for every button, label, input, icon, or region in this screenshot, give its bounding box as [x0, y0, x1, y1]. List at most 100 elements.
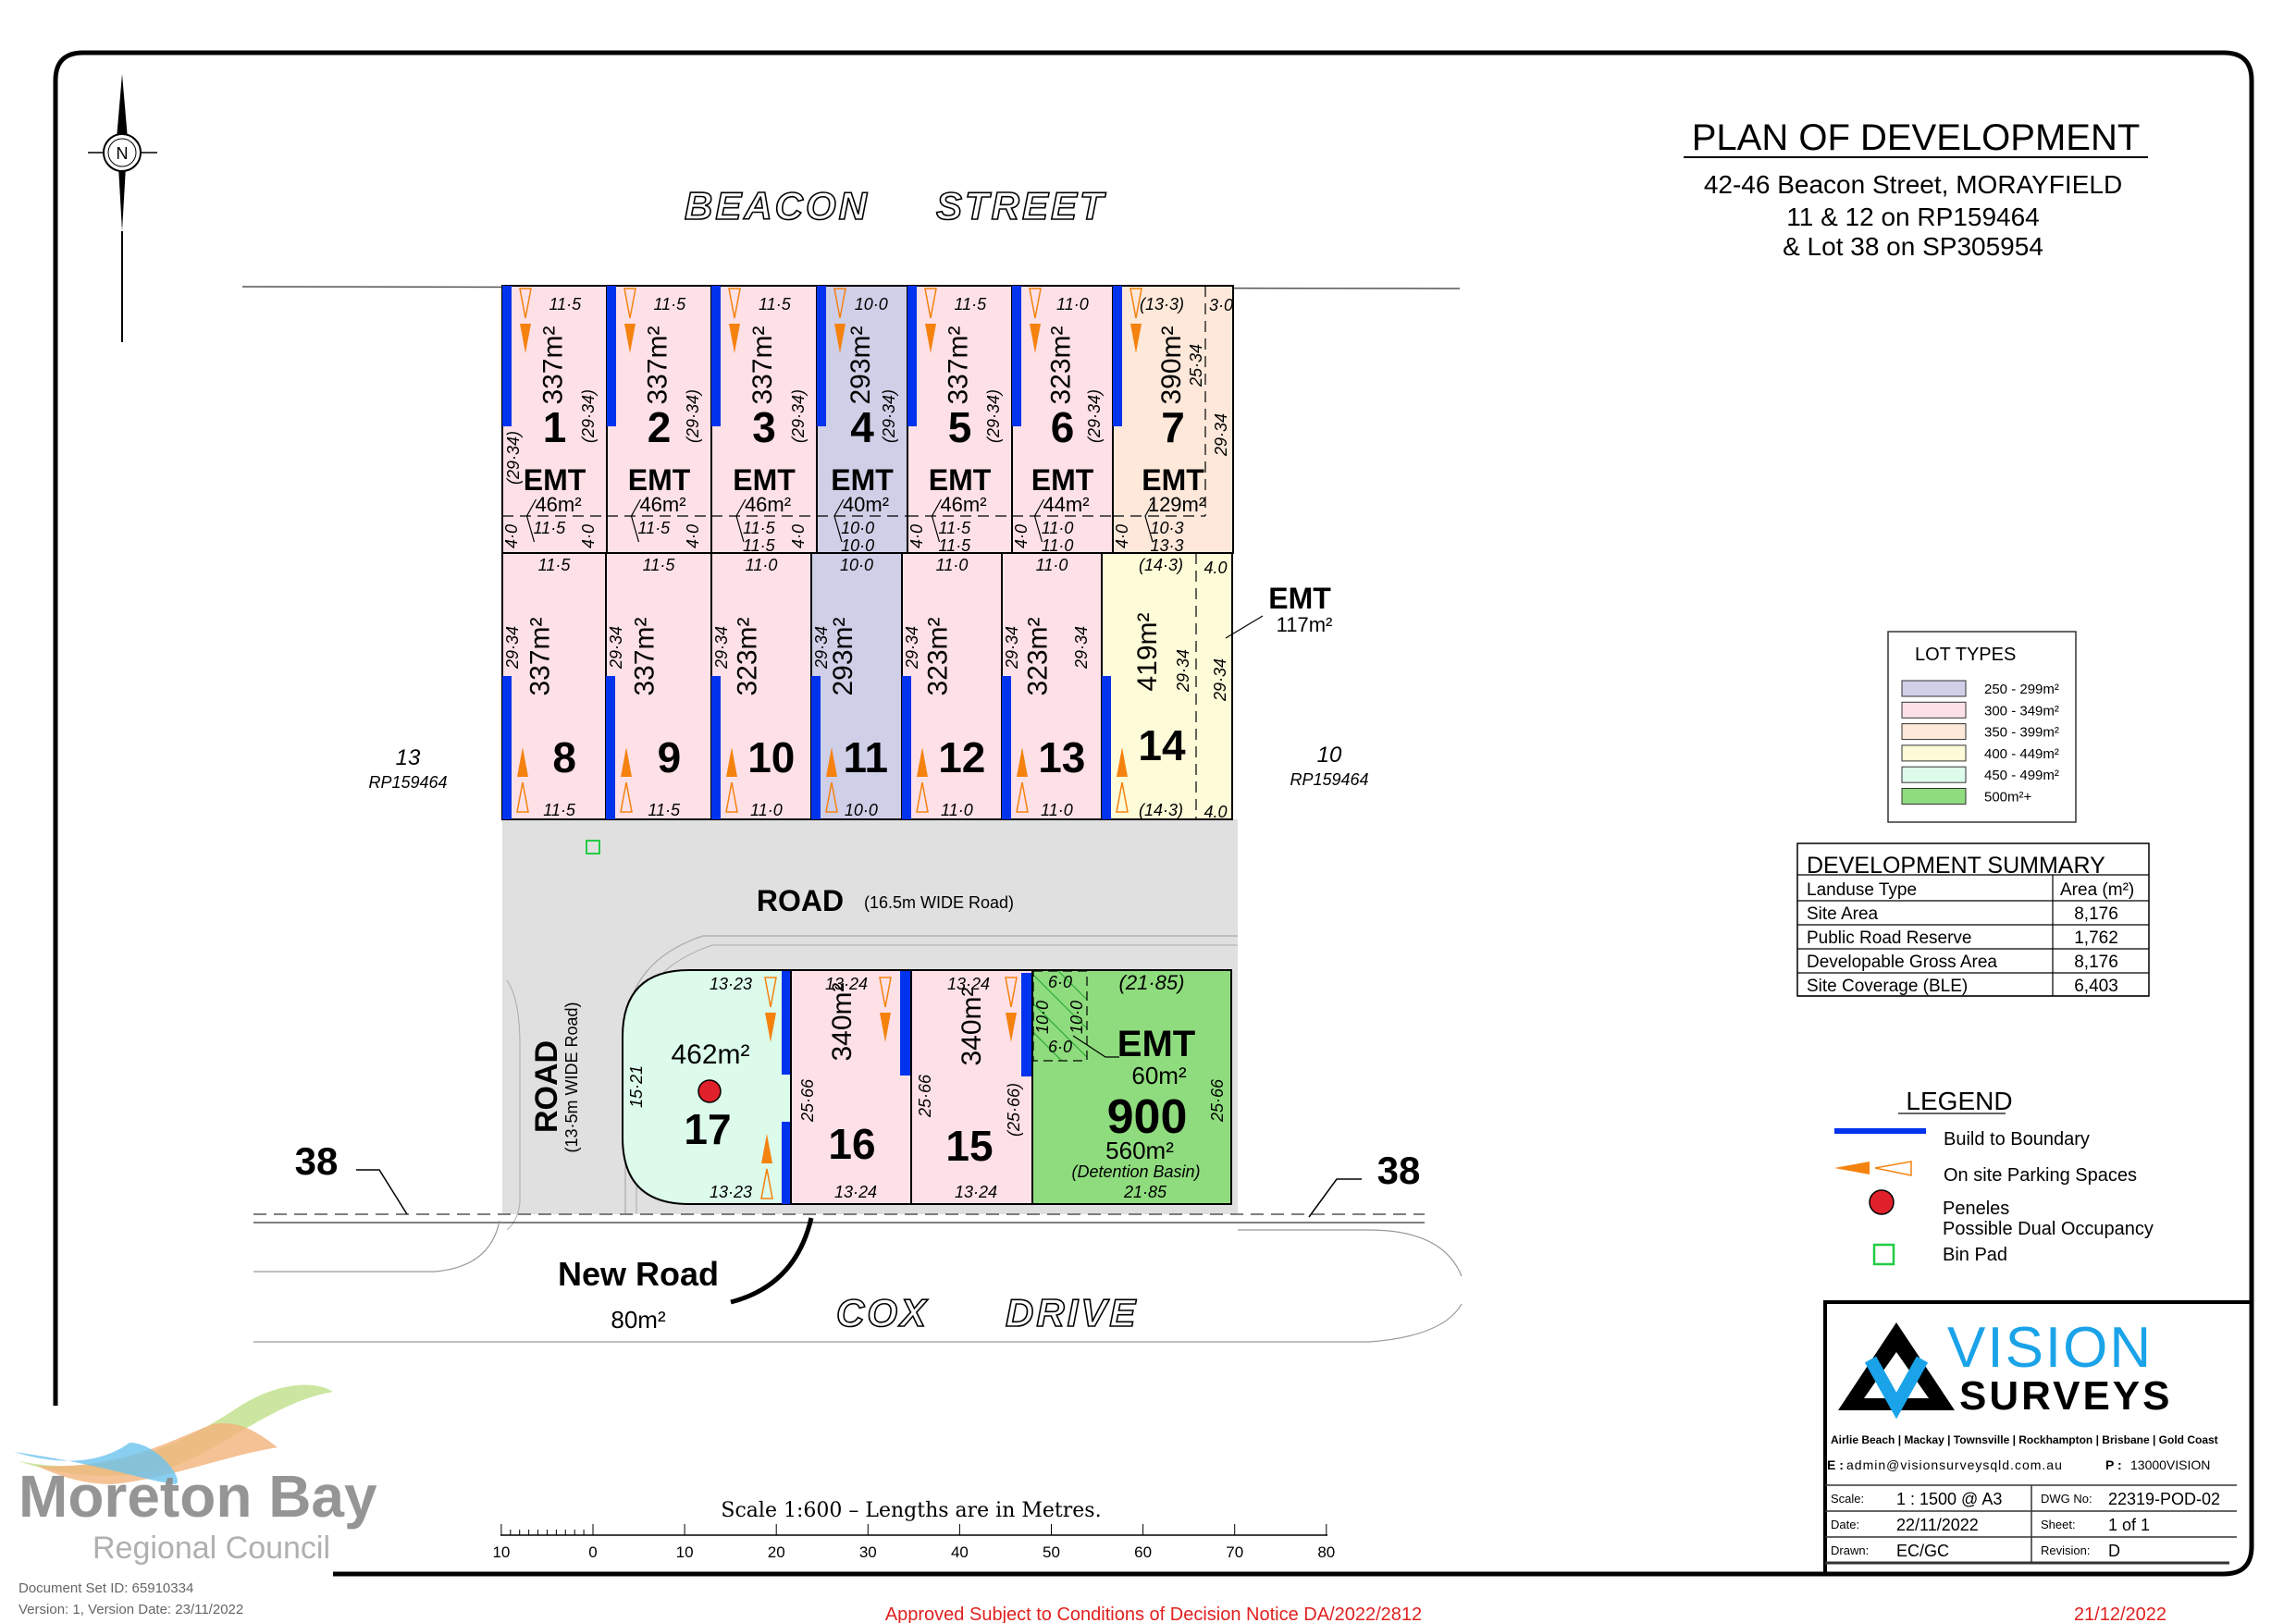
office-locations: Airlie Beach | Mackay | Townsville | Roc…: [1831, 1433, 2218, 1446]
peneles-icon: [1869, 1189, 1895, 1215]
dimension-bottom: (14·3): [1139, 801, 1183, 819]
lot-number: 4: [850, 403, 874, 451]
company-title-block: VISION SURVEYS Airlie Beach | Mackay | T…: [1823, 1300, 2250, 1572]
dimension-emt-left: 10·0: [1033, 1001, 1052, 1034]
title-block-heading: PLAN OF DEVELOPMENT 42-46 Beacon Street,…: [1684, 117, 2148, 261]
dimension-bottom: 11·5: [743, 519, 776, 537]
scale-tick-label: 10: [676, 1543, 694, 1561]
emt-label: EMT: [1031, 463, 1094, 497]
scale-tick-label: 20: [768, 1543, 785, 1561]
legend-dual-occupancy: Possible Dual Occupancy: [1943, 1219, 2154, 1239]
lot-types-title: LOT TYPES: [1915, 645, 2016, 665]
dimension-left: 29·34: [607, 626, 625, 670]
new-road-area: 80m²: [611, 1306, 666, 1334]
dimension-emt-top: 6·0: [1048, 973, 1072, 991]
side-road-width-label: (13·5m WIDE Road): [562, 1002, 581, 1152]
parking-space-icon: [1006, 1013, 1017, 1042]
approval-stamp-text: Approved Subject to Conditions of Decisi…: [885, 1605, 1422, 1623]
dimension-top: 11·0: [746, 556, 778, 574]
legend: LEGEND Build to Boundary On site Parking…: [1834, 1087, 2154, 1266]
dimension-bottom: 11·0: [1042, 519, 1074, 537]
north-label: N: [117, 144, 129, 163]
dimension-right: (29·34): [880, 389, 898, 443]
parking-space-icon: [1030, 324, 1041, 353]
dimension-bottom: 13·24: [955, 1183, 997, 1201]
page-title: PLAN OF DEVELOPMENT: [1692, 117, 2141, 158]
emt-leader: [833, 498, 845, 543]
lot-type-range: 400 - 449m²: [1984, 746, 2059, 762]
dimension-top: 13·24: [825, 975, 868, 993]
parking-space-icon: [1129, 288, 1142, 319]
dimension-top: 11·5: [549, 295, 582, 314]
parking-space-icon: [519, 288, 532, 319]
build-to-boundary-marker: [1102, 676, 1111, 819]
lot-number: 6: [1051, 403, 1075, 451]
dimension-top: (14·3): [1139, 556, 1183, 574]
dimension-emt-depth: 4·0: [907, 524, 926, 548]
lot-area: 293m²: [828, 617, 858, 695]
emt-leader: [1144, 498, 1155, 543]
dimension-right: 25·66: [1208, 1078, 1227, 1123]
email-link[interactable]: admin@visionsurveysqld.com.au: [1846, 1457, 2063, 1472]
side-road-label: ROAD: [529, 1040, 564, 1133]
lot-type-range: 350 - 399m²: [1984, 725, 2059, 741]
dimension-top: 13·24: [947, 975, 990, 993]
company-name-vision: VISION: [1947, 1316, 2153, 1380]
table-cell-area: 8,176: [2074, 904, 2118, 924]
lot-boundary: [910, 969, 1033, 1205]
table-header-area: Area (m²): [2060, 880, 2134, 900]
build-to-boundary-marker: [711, 676, 721, 819]
cox-drive-label-1: COX: [836, 1291, 929, 1334]
dimension-emt-side: 25·34: [1187, 344, 1205, 387]
dimension-top: 11·0: [1056, 295, 1089, 314]
lot-type-range: 450 - 499m²: [1984, 768, 2059, 783]
dimension-left: 29·34: [712, 626, 731, 670]
parking-space-icon: [764, 977, 777, 1008]
dwg-value: 22319-POD-02: [2108, 1490, 2220, 1508]
parking-space-icon: [623, 288, 636, 319]
build-to-boundary-marker: [782, 971, 791, 1075]
lot-boundary: [790, 969, 912, 1205]
parking-space-icon: [621, 747, 632, 777]
build-to-boundary-marker: [1012, 286, 1021, 426]
dimension-bottom: 10·0: [845, 801, 878, 819]
dimension-top: 11·5: [954, 295, 987, 314]
dimension-bottom: 11·0: [1041, 801, 1073, 819]
approval-date: 21/12/2022: [2074, 1605, 2166, 1623]
peneles-icon: [697, 1079, 722, 1103]
dimension-left: 15·21: [627, 1065, 646, 1108]
detention-basin-note: (Detention Basin): [1071, 1162, 1200, 1181]
dimension-left: 25·66: [798, 1078, 817, 1123]
lot-type-swatch: [1901, 680, 1967, 697]
lot-area: 323m²: [1046, 326, 1077, 404]
dimension-bottom: 13·23: [710, 1183, 752, 1201]
parking-space-icon: [1029, 288, 1042, 319]
document-version: Version: 1, Version Date: 23/11/2022: [19, 1602, 243, 1617]
dimension-emt-depth: 4·0: [502, 524, 521, 548]
sheet-label: Sheet:: [2041, 1518, 2076, 1531]
build-to-boundary-marker: [902, 676, 911, 819]
emt-leader: [630, 498, 642, 543]
dimension-emt-depth: 4·0: [684, 524, 702, 548]
dimension-top: (13·3): [1140, 295, 1184, 314]
lot-area: 337m²: [525, 617, 555, 695]
dimension-left: 29·34: [903, 626, 921, 670]
lot-number: 15: [945, 1122, 993, 1170]
lot-type-swatch: [1901, 766, 1967, 783]
table-cell-landuse: Site Area: [1807, 904, 1879, 924]
dimension-left: (29·34): [504, 431, 523, 485]
bin-pad-icon: [586, 840, 600, 855]
parking-space-icon: [726, 747, 737, 777]
scale-tick-label: 70: [1226, 1543, 1243, 1561]
emt-label: EMT: [1142, 463, 1204, 497]
parking-space-icon: [1116, 781, 1129, 813]
